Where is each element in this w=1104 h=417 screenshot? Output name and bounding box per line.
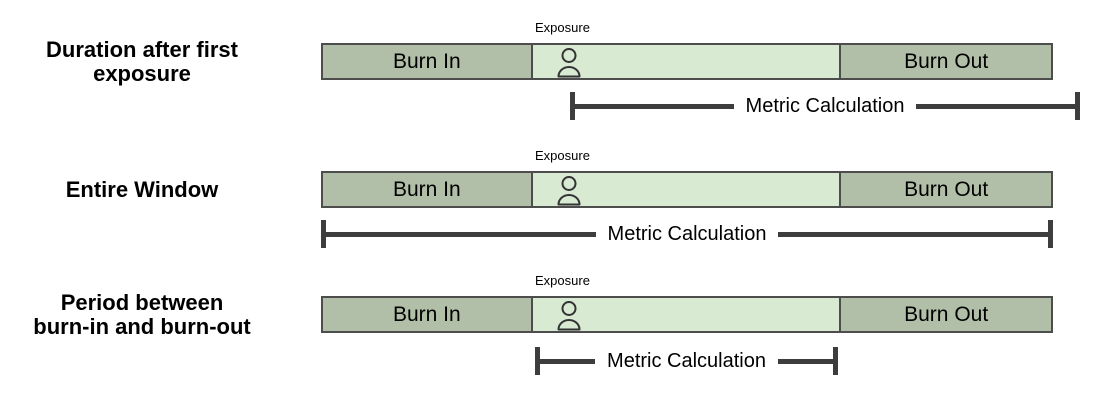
exposure-segment: [530, 173, 842, 206]
bracket-line: [326, 231, 596, 237]
bracket-right-cap: [833, 347, 839, 375]
bracket-right-cap: [1075, 92, 1081, 120]
burn-out-segment: Burn Out: [841, 173, 1051, 206]
timeline-bar: Burn In Burn Out: [321, 43, 1053, 80]
burn-out-label: Burn Out: [904, 177, 989, 201]
burn-out-label: Burn Out: [904, 302, 989, 326]
exposure-label: Exposure: [535, 148, 590, 163]
burn-in-label: Burn In: [392, 177, 461, 201]
burn-in-label: Burn In: [392, 49, 461, 73]
exposure-segment: [530, 298, 842, 331]
exposure-label: Exposure: [535, 20, 590, 35]
bracket-line: [777, 358, 834, 364]
bracket-left-cap: [535, 347, 540, 375]
metric-calculation-bracket: Metric Calculation: [321, 220, 1054, 248]
row-title-duration-after-first-exposure: Duration after first exposure: [46, 37, 238, 86]
bracket-left-cap: [321, 220, 326, 248]
exposure-segment: [530, 45, 842, 78]
burn-out-segment: Burn Out: [841, 45, 1051, 78]
bracket-line: [778, 231, 1049, 237]
burn-in-segment: Burn In: [323, 45, 531, 78]
burn-in-segment: Burn In: [323, 298, 531, 331]
bracket-right-cap: [1048, 220, 1054, 248]
timeline-bar: Burn In Burn Out: [321, 296, 1053, 333]
burn-in-label: Burn In: [392, 302, 461, 326]
person-icon: [557, 48, 581, 78]
exposure-label: Exposure: [535, 273, 590, 288]
person-icon: [557, 176, 581, 206]
bracket-line: [916, 103, 1076, 109]
metric-calculation-label: Metric Calculation: [745, 94, 905, 117]
burn-in-segment: Burn In: [323, 173, 531, 206]
metric-calculation-label: Metric Calculation: [607, 349, 766, 372]
metric-calculation-bracket: Metric Calculation: [570, 92, 1081, 120]
burn-out-label: Burn Out: [904, 49, 989, 73]
burn-out-segment: Burn Out: [841, 298, 1051, 331]
row-title-period-between-burn-in-and-burn-out: Period between burn-in and burn-out: [33, 290, 251, 339]
bracket-line: [575, 103, 734, 109]
bracket-left-cap: [570, 92, 575, 120]
metric-calculation-label: Metric Calculation: [607, 222, 767, 245]
bracket-line: [540, 358, 596, 364]
timeline-bar: Burn In Burn Out: [321, 171, 1053, 208]
person-icon: [557, 301, 581, 331]
metric-calculation-bracket: Metric Calculation: [535, 347, 839, 375]
row-title-entire-window: Entire Window: [65, 176, 219, 202]
